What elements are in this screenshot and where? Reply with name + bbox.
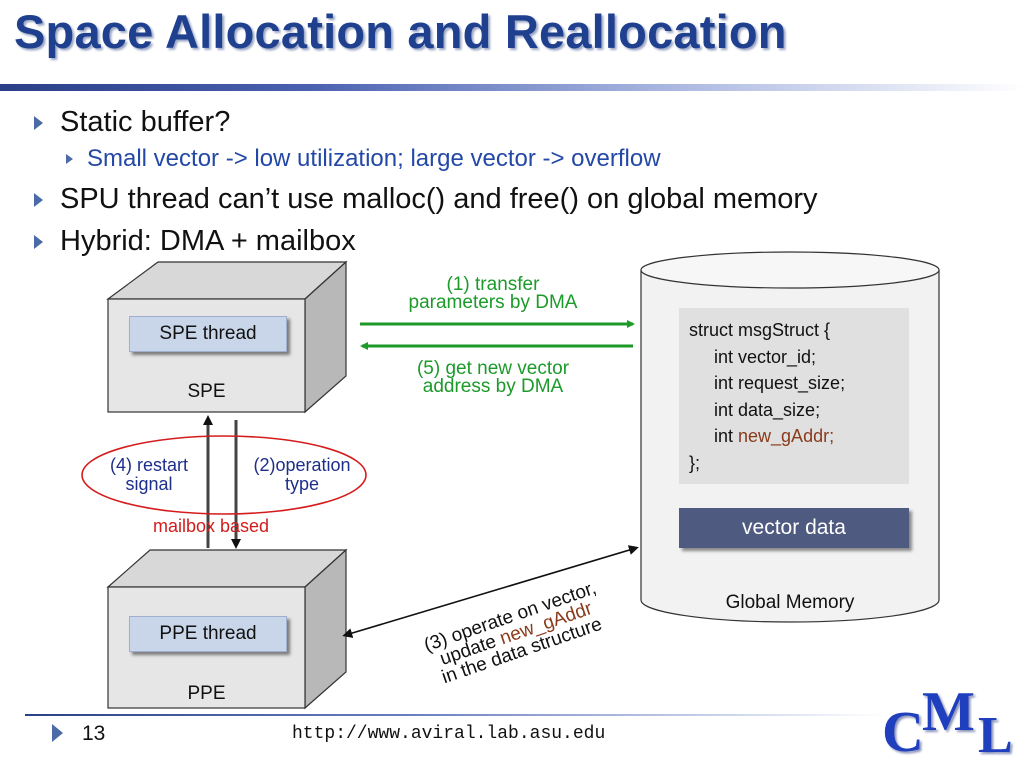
bullet-triangle-icon [34,192,43,207]
operation-type-line1: (2)operation [253,455,351,475]
bullet-1: Static buffer? [34,106,230,139]
bullet-text: Static buffer? [60,106,231,138]
ppe-memory-arrow [342,545,639,638]
struct-line: int vector_id; [714,346,817,367]
struct-line: int new_gAddr; [689,423,909,450]
footer-url: http://www.aviral.lab.asu.edu [292,724,606,744]
operation-type-line2: type [284,474,320,494]
logo-letter-c: C [882,699,924,764]
dma-new-vector-line2: address by DMA [422,376,564,397]
sub-bullet-1: Small vector -> low utilization; large v… [66,145,661,173]
dma-new-vector-label: (5) get new vector address by DMA [380,358,606,397]
struct-field-highlight: new_gAddr; [738,426,835,446]
global-memory-label: Global Memory [725,592,855,613]
bullet-text: SPU thread can’t use malloc() and free()… [60,183,818,215]
restart-signal-line2: signal [125,474,173,494]
logo-letter-m: M [922,681,975,743]
footer-triangle-icon [52,724,63,742]
title-divider [0,84,1024,91]
dma-transfer-label: (1) transfer parameters by DMA [380,274,606,313]
bullet-text: Hybrid: DMA + mailbox [60,225,356,257]
struct-line: }; [689,452,701,473]
bullet-triangle-icon [34,115,43,130]
dma-new-vector-line1: (5) get new vector [416,358,570,379]
bullet-triangle-icon [34,234,43,249]
cml-logo: C M L [880,681,1020,764]
struct-line: int data_size; [714,399,821,420]
page-number: 13 [82,722,106,745]
logo-letter-l: L [978,707,1013,764]
ppe-thread-box: PPE thread [129,616,287,652]
struct-type: int [714,426,739,446]
dma-transfer-line2: parameters by DMA [408,292,578,313]
bullet-text: Small vector -> low utilization; large v… [87,145,661,172]
restart-signal-line1: (4) restart [109,455,188,475]
slide-title: Space Allocation and Reallocation [14,5,787,58]
dma-transfer-line1: (1) transfer [446,274,540,295]
mailbox-label: mailbox based [153,516,270,536]
bullet-triangle-icon [66,154,73,164]
mailbox-ellipse [81,435,367,515]
spe-label: SPE [187,381,226,402]
operation-type-label: (2)operation type [238,456,366,494]
vector-data-box: vector data [679,508,909,548]
struct-line: struct msgStruct { [689,320,831,340]
spe-thread-box: SPE thread [129,316,287,352]
struct-definition: struct msgStruct { int vector_id; int re… [679,308,909,484]
restart-signal-label: (4) restart signal [92,456,206,494]
ppe-label: PPE [187,683,226,704]
struct-line: int request_size; [714,373,846,393]
bullet-3: Hybrid: DMA + mailbox [34,225,356,258]
bullet-2: SPU thread can’t use malloc() and free()… [34,183,818,216]
footer-divider [25,714,885,716]
